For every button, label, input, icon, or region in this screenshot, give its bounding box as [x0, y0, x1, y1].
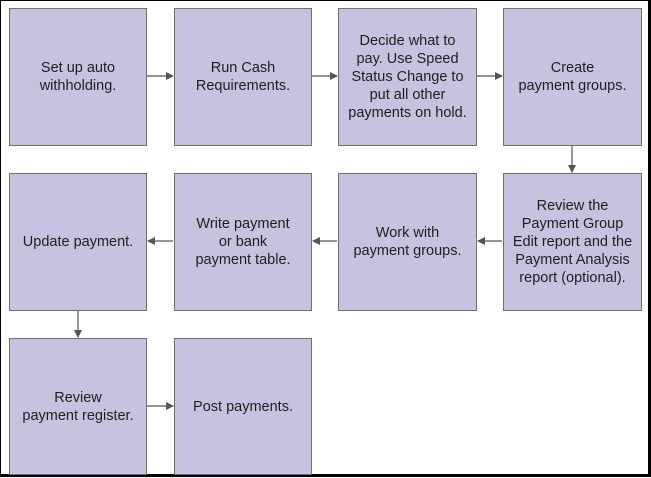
step-label: Decide what to pay. Use Speed Status Cha…	[348, 33, 467, 121]
step-label: Run Cash Requirements.	[195, 60, 291, 94]
step-label: Write payment or bank payment table.	[195, 216, 291, 268]
step-work-with-payment-groups: Work with payment groups.	[338, 173, 477, 311]
step-label: Post payments.	[193, 398, 293, 415]
step-review-payment-register: Review payment register.	[9, 338, 147, 475]
step-label: Create payment groups.	[518, 60, 627, 94]
step-post-payments: Post payments.	[174, 338, 312, 475]
step-decide-what-to-pay: Decide what to pay. Use Speed Status Cha…	[338, 8, 477, 146]
step-label: Review the Payment Group Edit report and…	[512, 198, 633, 286]
step-write-payment: Write payment or bank payment table.	[174, 173, 312, 311]
step-setup-auto-withholding: Set up auto withholding.	[9, 8, 147, 146]
step-label: Review payment register.	[22, 389, 134, 424]
step-create-payment-groups: Create payment groups.	[503, 8, 642, 146]
step-update-payment: Update payment.	[9, 173, 147, 311]
step-run-cash-requirements: Run Cash Requirements.	[174, 8, 312, 146]
step-label: Set up auto withholding.	[39, 60, 117, 94]
step-label: Update payment.	[22, 234, 134, 250]
step-review-payment-group-edit-report: Review the Payment Group Edit report and…	[503, 173, 642, 311]
step-label: Work with payment groups.	[353, 225, 462, 259]
